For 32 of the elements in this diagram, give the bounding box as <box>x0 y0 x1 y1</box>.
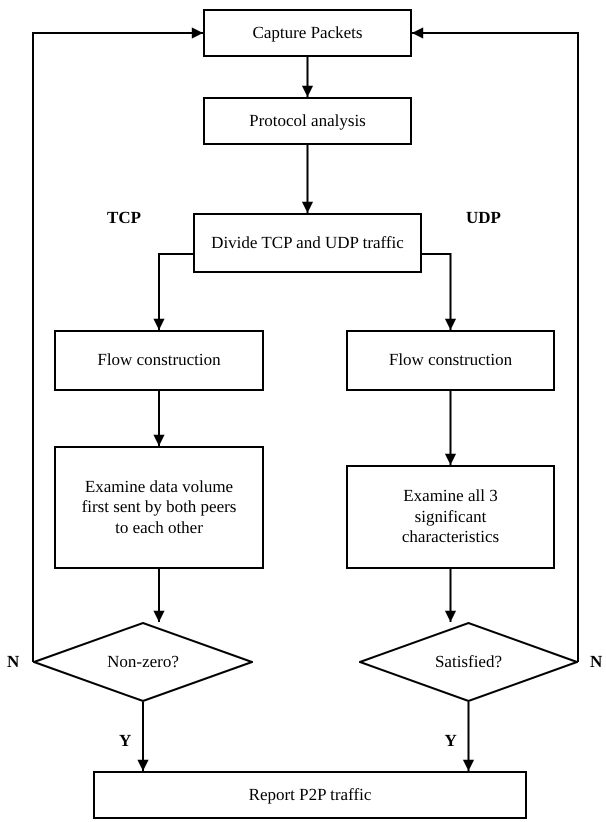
arrow <box>444 569 456 622</box>
arrow <box>153 253 193 330</box>
decision-diamond <box>359 622 578 702</box>
node-text: Examine data volume first sent by both peers to each other <box>80 476 238 538</box>
arrow <box>153 569 165 622</box>
node-text: Protocol analysis <box>248 110 367 132</box>
arrow <box>462 702 474 771</box>
node-text: Non-zero? <box>106 652 180 672</box>
node-text: Satisfied? <box>434 652 504 672</box>
process-box <box>93 771 527 819</box>
process-box <box>54 446 264 569</box>
node-text: Report P2P traffic <box>248 784 372 806</box>
process-box <box>193 213 422 273</box>
node-text: Capture Packets <box>252 22 364 44</box>
arrow <box>444 391 456 465</box>
arrow <box>153 391 165 446</box>
process-box <box>346 465 555 569</box>
arrow <box>32 27 203 663</box>
decision-diamond <box>33 622 253 702</box>
process-box <box>54 330 264 391</box>
arrow <box>412 27 579 663</box>
arrow <box>302 57 314 97</box>
arrow <box>302 145 314 213</box>
node-text: Examine all 3 significant characteristics <box>400 486 500 548</box>
arrow <box>422 253 456 330</box>
node-text: Flow construction <box>96 350 222 371</box>
node-text: Flow construction <box>388 350 514 371</box>
process-box <box>346 330 555 391</box>
arrow <box>137 702 149 771</box>
node-text: Divide TCP and UDP traffic <box>210 232 405 254</box>
process-box <box>203 9 412 57</box>
process-box <box>203 97 412 145</box>
